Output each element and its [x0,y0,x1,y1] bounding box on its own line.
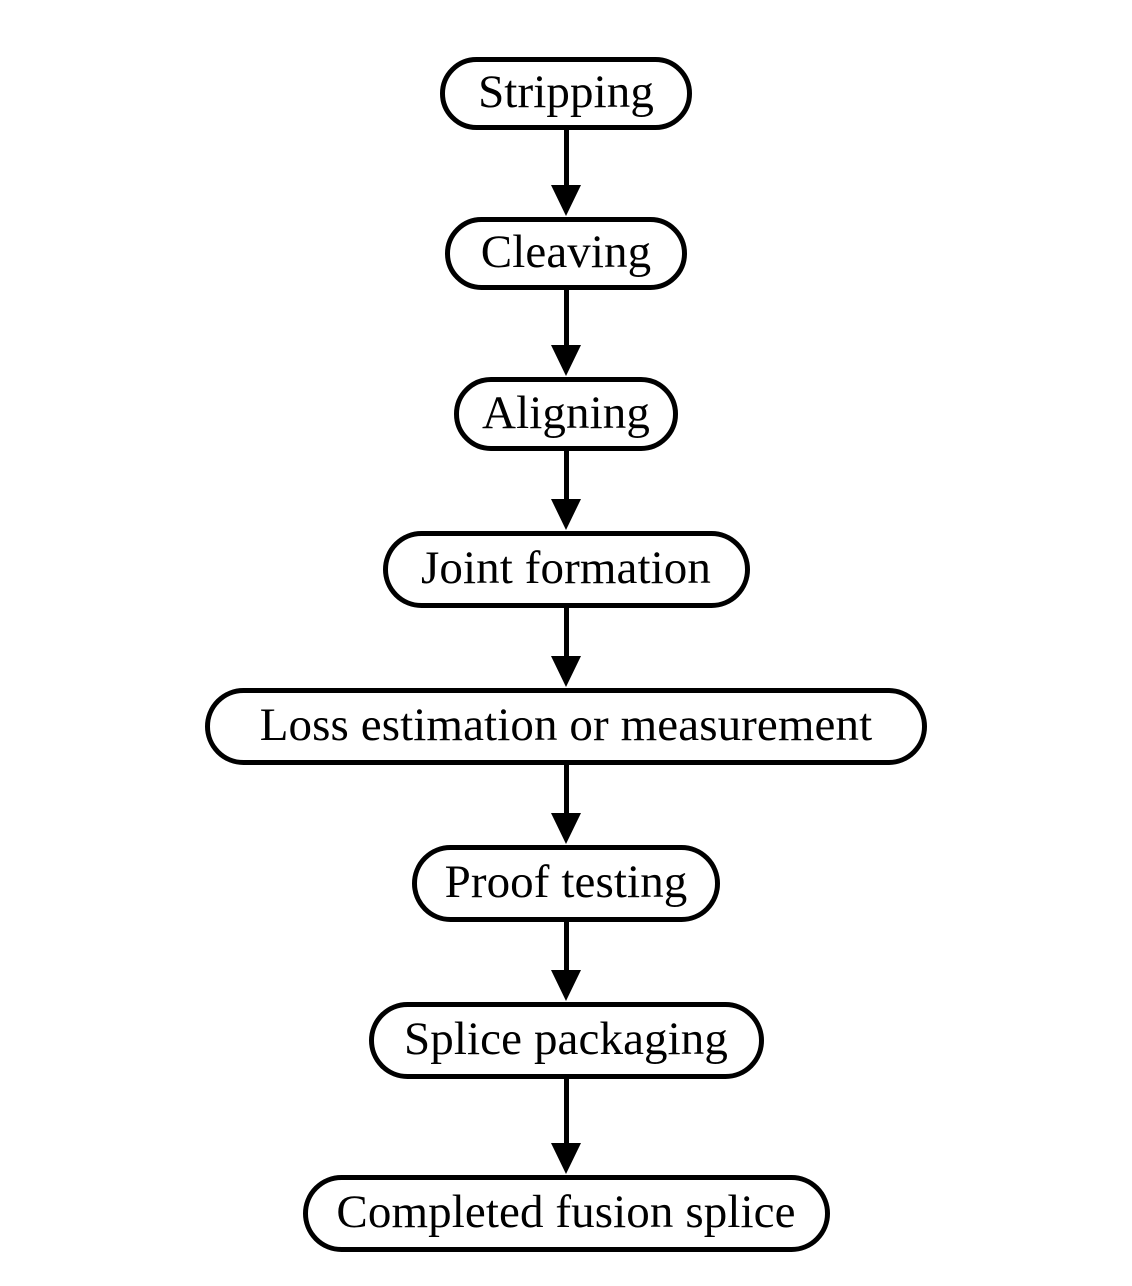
flow-node-label: Stripping [478,66,654,118]
flow-node-cleaving[interactable]: Cleaving [445,217,687,290]
flow-node-stripping[interactable]: Stripping [440,57,692,130]
flow-edge-loss-estimation-to-proof-testing [551,765,581,845]
flow-node-label: Aligning [482,386,650,439]
flow-node-label: Proof testing [444,856,688,908]
edge-line [563,290,569,346]
arrowhead-down-icon [551,499,581,530]
arrowhead-down-icon [551,656,581,687]
flow-node-label: Cleaving [480,226,652,278]
flow-node-aligning[interactable]: Aligning [454,377,678,451]
flow-node-completed-fusion-splice[interactable]: Completed fusion splice [302,1175,830,1252]
edge-line [563,130,569,186]
flow-edge-joint-formation-to-loss-estimation [551,608,581,688]
flow-edge-aligning-to-joint-formation [551,451,581,531]
edge-line [563,608,569,657]
arrowhead-down-icon [551,1143,581,1174]
flow-edge-cleaving-to-aligning [551,290,581,377]
flow-node-label: Loss estimation or measurement [259,699,873,751]
flow-edge-stripping-to-cleaving [551,130,581,217]
arrowhead-down-icon [551,970,581,1001]
arrowhead-down-icon [551,345,581,376]
edge-line [563,1079,569,1144]
edge-line [563,451,569,500]
flow-node-joint-formation[interactable]: Joint formation [382,531,750,608]
edge-line [563,922,569,971]
flow-edge-splice-packaging-to-completed-fusion-splice [551,1079,581,1175]
flow-node-label: Completed fusion splice [336,1186,796,1238]
edge-line [563,765,569,814]
arrowhead-down-icon [551,185,581,216]
flow-node-label: Joint formation [421,542,711,594]
flow-node-proof-testing[interactable]: Proof testing [412,845,720,922]
arrowhead-down-icon [551,813,581,844]
flow-edge-proof-testing-to-splice-packaging [551,922,581,1002]
flow-node-splice-packaging[interactable]: Splice packaging [368,1002,764,1079]
flow-node-label: Splice packaging [404,1013,728,1065]
flow-node-loss-estimation[interactable]: Loss estimation or measurement [205,688,927,765]
